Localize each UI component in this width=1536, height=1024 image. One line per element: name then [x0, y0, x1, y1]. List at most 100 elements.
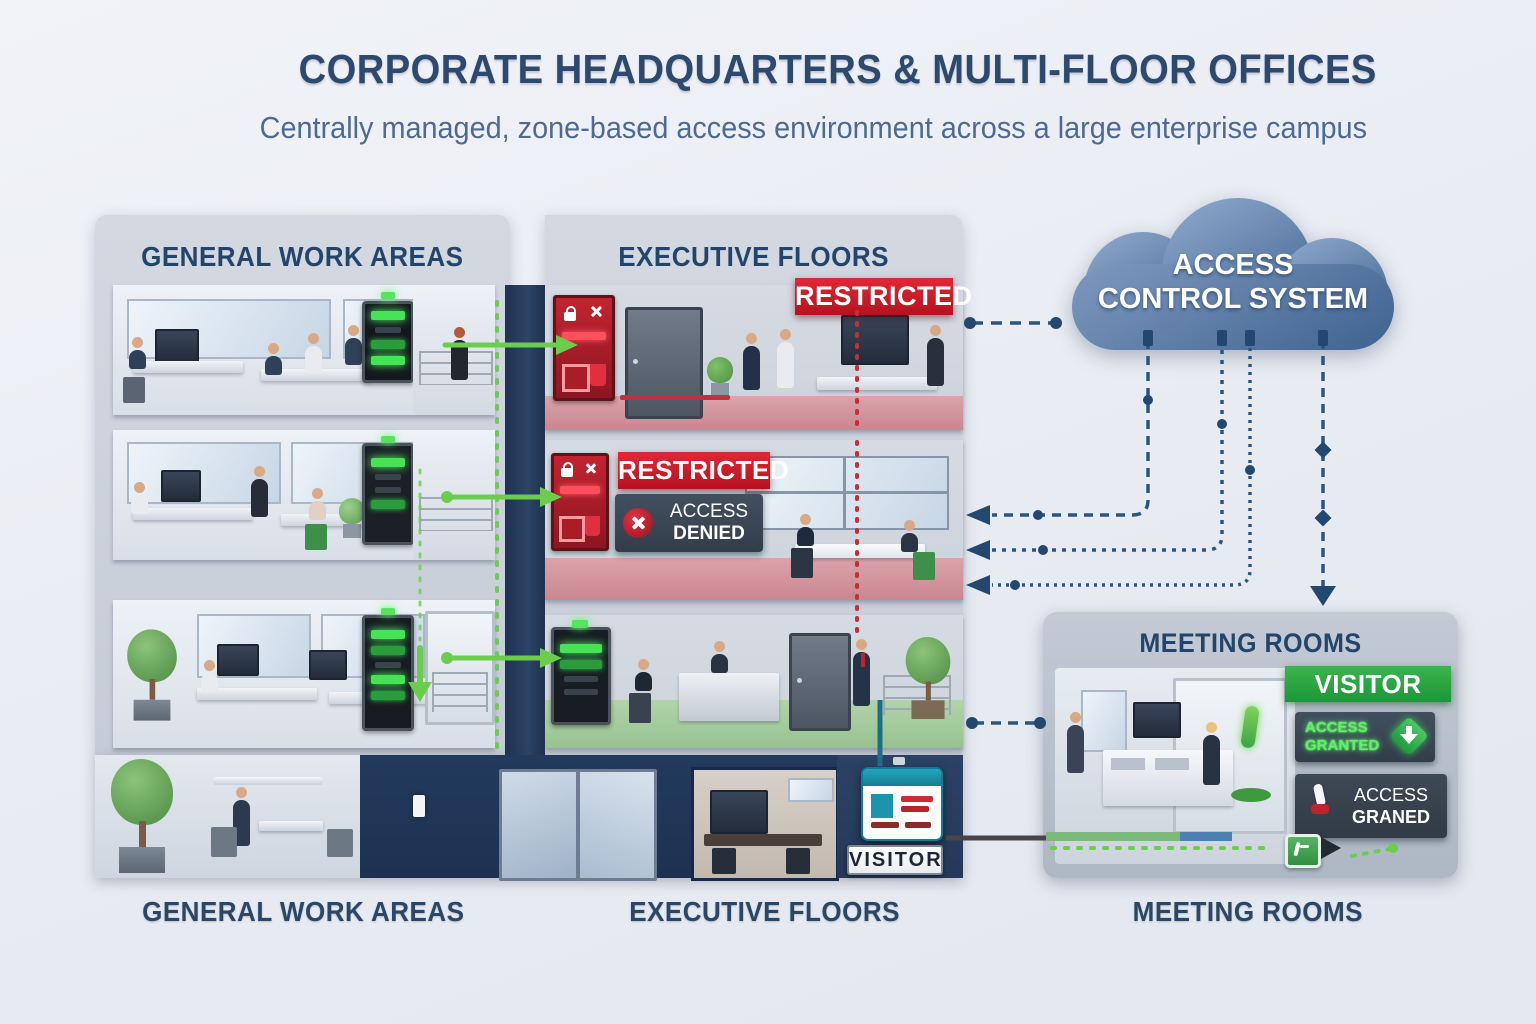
- meeting-reception-scene: [1055, 668, 1295, 864]
- ground-floor-band: VISITOR: [95, 755, 963, 881]
- railing: [419, 497, 493, 531]
- office-worker: [309, 488, 326, 520]
- badge-clip: [893, 757, 905, 765]
- desk: [133, 508, 253, 520]
- receptionist: [1203, 722, 1220, 785]
- railing: [432, 672, 488, 712]
- red-tie: [861, 653, 865, 667]
- lobby-person: [233, 787, 250, 846]
- tree: [127, 629, 177, 721]
- restricted-zone-floor: [545, 396, 963, 430]
- chair: [913, 552, 935, 580]
- office-worker: [635, 659, 652, 691]
- access-panel-green: [362, 292, 414, 383]
- access-panel-green: [551, 620, 611, 725]
- lobby-tree: [111, 759, 173, 873]
- office-door: [625, 307, 703, 419]
- desk: [133, 361, 243, 373]
- access-denied-text: ACCESS DENIED: [669, 501, 749, 544]
- exit-icon: [1285, 834, 1321, 868]
- visitor-with-bag: [451, 327, 468, 380]
- access-kiosk: [362, 608, 414, 731]
- monitor-icon: [161, 470, 201, 502]
- access-graned-text: ACCESS GRANED: [1351, 785, 1430, 827]
- restricted-banner-mid: RESTRICTED: [618, 452, 789, 489]
- footer-label-meeting: MEETING ROOMS: [1132, 896, 1363, 927]
- footer-label-executive: EXECUTIVE FLOORS: [629, 896, 901, 927]
- visitor-badge-card: [861, 767, 943, 841]
- office-door: [789, 633, 851, 731]
- lever-icon: [1309, 783, 1333, 820]
- restricted-banner-top: RESTRICTED: [795, 278, 972, 315]
- card-slot: [559, 516, 585, 542]
- access-panel-red: [551, 453, 609, 551]
- chair: [629, 693, 651, 723]
- meeting-rooms-heading: MEETING ROOMS: [1139, 628, 1362, 658]
- executive-floors-heading: EXECUTIVE FLOORS: [618, 241, 890, 272]
- visitor-banner: VISITOR: [1285, 666, 1451, 702]
- cloud-label: ACCESS CONTROL SYSTEM: [1097, 249, 1369, 315]
- access-kiosk: [362, 436, 414, 545]
- access-control-cloud: ACCESS CONTROL SYSTEM: [1070, 198, 1396, 350]
- elevator-lobby: [413, 293, 495, 415]
- monitor-icon: [217, 644, 259, 676]
- desk: [197, 688, 317, 700]
- lobby-chair: [211, 827, 237, 857]
- wall-light-bar: [213, 777, 323, 785]
- monitor-icon: [309, 650, 347, 680]
- office-worker: [129, 337, 146, 369]
- page-subtitle: Centrally managed, zone-based access env…: [259, 110, 1367, 145]
- direction-arrow-icon: [1321, 837, 1341, 859]
- desk: [817, 377, 937, 390]
- meeting-rooms-panel: MEETING ROOMS VISITOR ACCESS GRANTED: [1043, 612, 1458, 878]
- office-worker: [345, 325, 362, 365]
- denied-seal-icon: [623, 508, 653, 538]
- barrier-rope: [620, 395, 730, 400]
- elevator-lobby: [413, 437, 495, 560]
- office-worker: [265, 343, 282, 375]
- down-arrow-icon: [1397, 726, 1421, 748]
- visitor-badge-label: VISITOR: [847, 845, 943, 875]
- executive-person: [927, 325, 944, 386]
- lobby-scene: [95, 755, 360, 878]
- lobby-table: [259, 821, 323, 831]
- office-window-grid: [745, 456, 949, 530]
- lobby-chair: [327, 829, 353, 857]
- footer-label-general: GENERAL WORK AREAS: [141, 896, 465, 927]
- chair: [791, 548, 813, 578]
- badge-pocket: [590, 364, 606, 386]
- conference-table: [704, 834, 822, 846]
- cabinet: [788, 778, 834, 802]
- conference-chair: [786, 848, 810, 874]
- office-worker: [251, 466, 268, 517]
- chair: [123, 377, 145, 403]
- executive-floors-building: EXECUTIVE FLOORS RESTRICTED: [545, 215, 972, 755]
- reception-desk: [679, 673, 779, 721]
- tree: [905, 636, 951, 720]
- monitor-icon: [155, 329, 199, 363]
- elevator-door: [425, 611, 495, 725]
- glass-door: [577, 769, 657, 881]
- card-slot: [562, 364, 590, 392]
- wall-panel: [1081, 690, 1127, 752]
- conference-monitor: [710, 790, 768, 834]
- access-denied-sign: ACCESS DENIED: [615, 494, 763, 552]
- green-stand-base: [1231, 788, 1271, 802]
- page-title: CORPORATE HEADQUARTERS & MULTI-FLOOR OFF…: [298, 46, 1378, 92]
- executive-person: [797, 514, 814, 546]
- office-worker: [305, 333, 322, 373]
- chair: [305, 524, 327, 550]
- general-work-areas-heading: GENERAL WORK AREAS: [141, 241, 464, 272]
- plant: [339, 498, 365, 538]
- office-worker: [201, 660, 218, 692]
- badge-reader: [413, 795, 425, 817]
- access-panel-red: [553, 295, 615, 401]
- visitor-badge-panel: VISITOR: [837, 755, 963, 878]
- desk: [261, 369, 371, 381]
- executive-person: [777, 329, 794, 388]
- restricted-zone-floor: [545, 558, 963, 600]
- visitor-person: [1067, 712, 1084, 773]
- executive-person: [901, 520, 918, 552]
- meeting-table: [795, 544, 925, 558]
